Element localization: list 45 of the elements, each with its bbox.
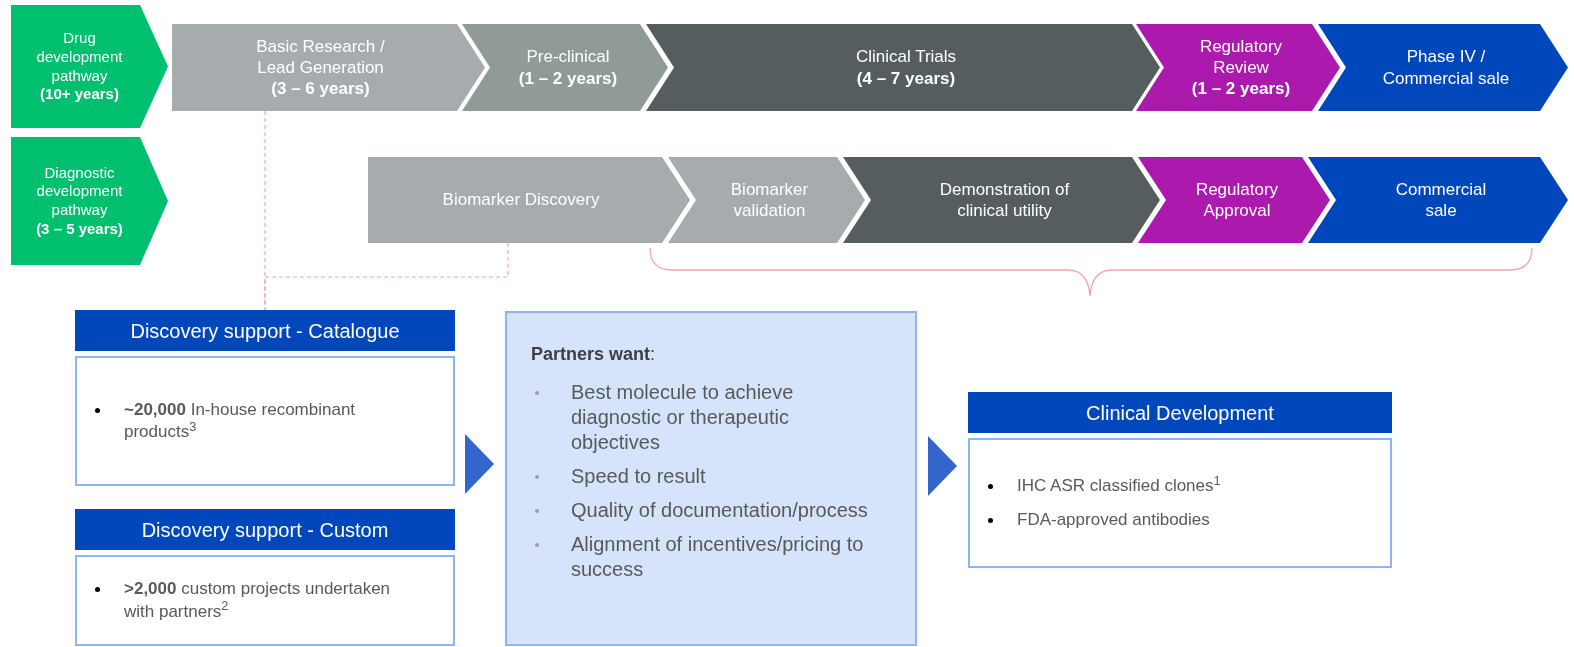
bullet-text: >2,000 custom projects undertaken with partners$^{2}$ [124,578,392,623]
stage-label: Basic Research / Lead Generation [255,35,386,79]
stage-label: Commercial sale [1394,178,1488,222]
duration-label: (4 – 7 years) [856,67,956,89]
duration-label: (1 – 2 years) [518,67,618,89]
stage-label: Regulatory Approval [1194,178,1280,222]
dashed-connector [264,242,509,311]
process-step [368,157,690,243]
bullet-text: IHC ASR classified clones$^{1}$ [1017,474,1221,497]
bullet-text: Quality of documentation/process [571,498,868,523]
bullet-text: ~20,000 In-house recombinant products$^{3}$ [124,398,357,443]
stage-label: Pre-clinical [526,46,610,68]
stage-label: Biomarker validation [729,178,810,222]
stage-label: Clinical Trials [855,46,957,68]
panel-heading: Partners want: [531,343,657,366]
stage-label: Biomarker Discovery [442,189,600,211]
duration-label: (10+ years) [40,85,119,104]
stage-label: Phase IV / Commercial sale [1381,46,1511,89]
pathway-tag [11,5,168,128]
card-header: Clinical Development [968,392,1392,433]
bullet-text: Best molecule to achieve diagnostic or therapeutic objectives [571,380,795,455]
stage-label: Regulatory Review [1198,35,1284,79]
process-step [1136,24,1340,111]
process-step [1138,157,1330,243]
dashed-connector [264,110,266,311]
info-panel [505,311,917,646]
card-header: Discovery support - Catalogue [75,310,455,351]
process-step [843,157,1160,243]
process-step [172,24,485,111]
stage-label: Drug development pathway [35,29,124,86]
bullet-text: Alignment of incentives/pricing to success [571,532,865,582]
process-step [1308,157,1568,243]
process-step [1318,24,1568,111]
stage-label: Diagnostic development pathway [35,163,124,220]
pathway-tag [11,137,168,265]
card-header: Discovery support - Custom [75,509,455,550]
stage-label: Demonstration of clinical utility [938,178,1071,222]
duration-label: (3 – 5 years) [36,219,123,239]
duration-label: (1 – 2 years) [1191,78,1291,100]
bullet-text: Speed to result [571,464,706,489]
process-step [646,24,1160,111]
duration-label: (3 – 6 years) [271,78,370,100]
bullet-text: FDA-approved antibodies [1017,509,1210,531]
process-step [462,24,668,111]
process-step [668,157,865,243]
